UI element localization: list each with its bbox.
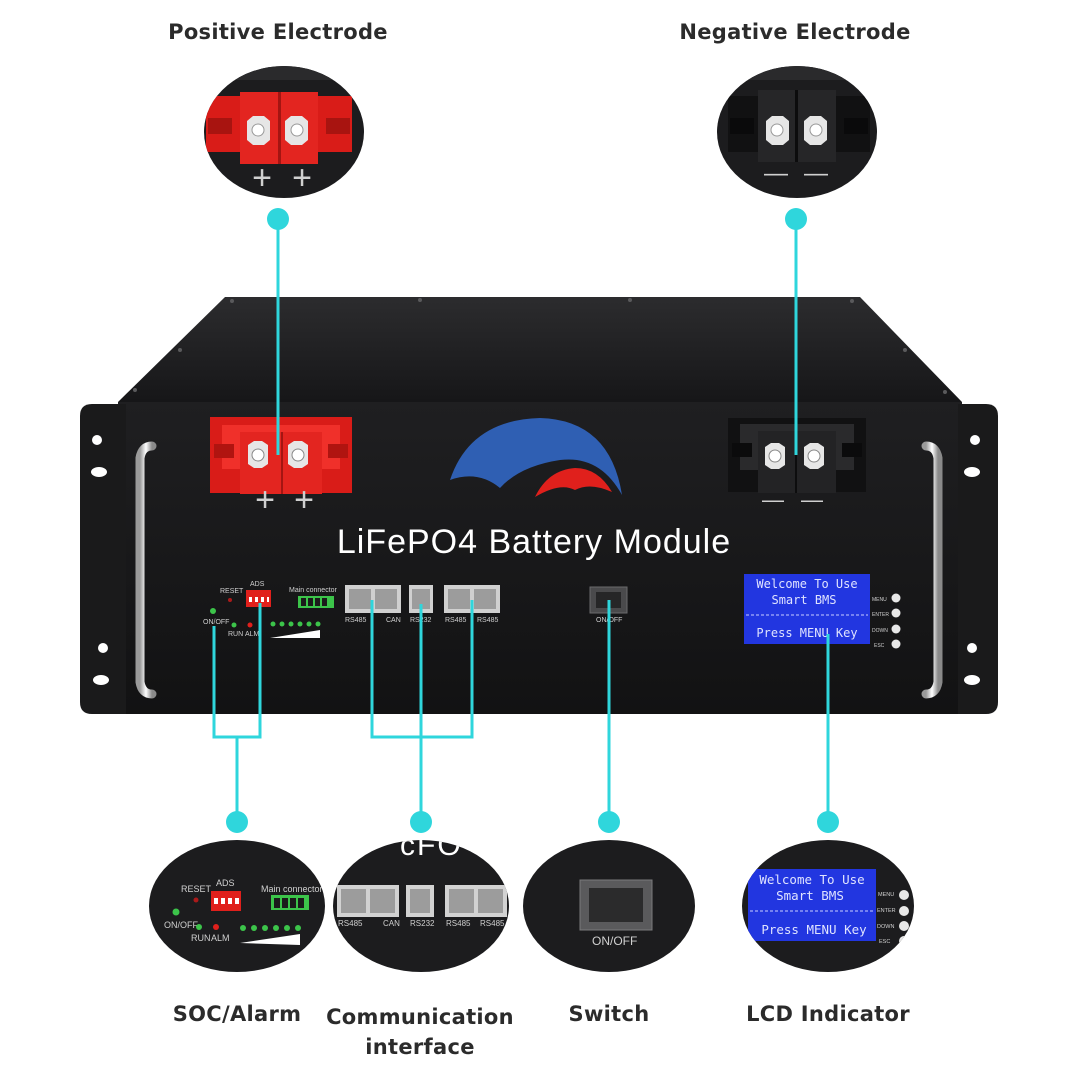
lcd-btn-label-esc: ESC	[874, 643, 885, 649]
zoom-positive-sign-1: +	[252, 159, 272, 197]
lcd-btn-label-enter: ENTER	[872, 612, 889, 618]
handle-right	[921, 441, 943, 699]
lcd-line-1: Welcome To Use	[756, 577, 857, 591]
lcd-line-2: Smart BMS	[771, 593, 836, 607]
menu-button[interactable]	[891, 593, 901, 603]
zoom-port-rs232: RS232	[410, 919, 435, 928]
module-title: LiFePO4 Battery Module	[337, 523, 731, 561]
switch-zoom-bubble: ON/OFF	[523, 840, 695, 972]
zoom-lcd-btn-esc: ESC	[879, 939, 890, 945]
soc-zoom-bubble: RESET ADS Main connector ON/OFF RUN ALM	[149, 840, 325, 972]
switch-label: Switch	[568, 1002, 650, 1026]
zoom-positive-sign-2: +	[292, 159, 312, 197]
lcd-btn-label-menu: MENU	[872, 597, 887, 603]
negative-electrode-label: Negative Electrode	[679, 20, 911, 44]
main-connector-label: Main connector	[289, 587, 338, 594]
enter-button[interactable]	[891, 608, 901, 618]
communication-label-line1: Communication	[326, 1005, 514, 1029]
positive-sign-1: +	[255, 481, 275, 519]
zoom-port-rs485-2: RS485	[446, 919, 471, 928]
zoom-reset-label: RESET	[181, 884, 212, 894]
positive-sign-2: +	[294, 481, 314, 519]
soc-alarm-label: SOC/Alarm	[172, 1002, 302, 1026]
positive-zoom-bubble: + +	[204, 66, 364, 198]
soc-alarm-panel: RESET ADS Main connector ON/OFF RUN ALM	[203, 581, 338, 638]
svg-text:cFO: cFO	[400, 829, 463, 862]
zoom-alm-label: ALM	[211, 933, 230, 943]
brand-logo	[450, 418, 622, 497]
down-button[interactable]	[891, 624, 901, 634]
run-label: RUN	[228, 631, 243, 638]
port-label-rs485-3: RS485	[477, 617, 499, 624]
rack-ear-left	[80, 404, 126, 714]
port-label-rs485-1: RS485	[345, 617, 367, 624]
esc-button[interactable]	[891, 639, 901, 649]
zoom-lcd-btn-menu: MENU	[878, 892, 894, 898]
negative-sign-2: —	[801, 487, 823, 512]
callout-lines	[212, 219, 830, 822]
zoom-lcd-btn-down: DOWN	[877, 924, 894, 930]
zoom-run-label: RUN	[191, 933, 211, 943]
zoom-ads-label: ADS	[216, 878, 235, 888]
communication-zoom-bubble: cFO RS485 CAN RS232 RS485 RS485	[333, 829, 509, 972]
positive-terminal: + +	[210, 417, 352, 519]
reset-label: RESET	[220, 588, 244, 595]
zoom-main-connector-label: Main connector	[261, 884, 323, 894]
ads-label: ADS	[250, 581, 265, 588]
zoom-port-rs485-1: RS485	[338, 919, 363, 928]
zoom-lcd-line-1: Welcome To Use	[759, 872, 864, 887]
negative-sign-1: —	[762, 487, 784, 512]
negative-zoom-bubble: — —	[717, 66, 877, 198]
zoom-negative-sign-1: —	[764, 160, 788, 187]
handle-left	[135, 441, 157, 699]
lcd-line-3: Press MENU Key	[756, 626, 857, 640]
lcd-buttons: MENU ENTER DOWN ESC	[872, 593, 901, 649]
zoom-lcd-line-3: Press MENU Key	[761, 922, 867, 937]
port-label-rs485-2: RS485	[445, 617, 467, 624]
callout-dots	[226, 208, 839, 833]
port-label-can: CAN	[386, 617, 401, 624]
communication-interface-label: Communication interface	[320, 1002, 520, 1062]
communication-label-line2: interface	[365, 1035, 475, 1059]
onoff-led-label: ON/OFF	[203, 619, 229, 626]
alm-label: ALM	[245, 631, 260, 638]
chassis-top	[118, 297, 962, 402]
zoom-port-rs485-3: RS485	[480, 919, 505, 928]
zoom-lcd-line-2: Smart BMS	[776, 888, 844, 903]
negative-terminal: — —	[728, 418, 866, 512]
zoom-negative-sign-2: —	[804, 160, 828, 187]
lcd-btn-label-down: DOWN	[872, 628, 888, 634]
battery-module: + + — — LiFePO4 Battery Module RES	[80, 297, 998, 714]
lcd-indicator-label: LCD Indicator	[746, 1002, 910, 1026]
reset-button[interactable]	[228, 598, 232, 602]
rack-ear-right	[958, 404, 998, 714]
ads-dip-switch[interactable]	[246, 590, 271, 607]
zoom-port-can: CAN	[383, 919, 400, 928]
positive-electrode-label: Positive Electrode	[168, 20, 388, 44]
soc-wedge	[270, 630, 320, 638]
zoom-switch-onoff-label: ON/OFF	[592, 934, 637, 948]
zoom-onoff-label: ON/OFF	[164, 920, 198, 930]
zoom-lcd-btn-enter: ENTER	[877, 908, 896, 914]
lcd-screen: Welcome To Use Smart BMS Press MENU Key	[744, 574, 870, 644]
lcd-zoom-bubble: Welcome To Use Smart BMS Press MENU Key …	[742, 840, 914, 972]
